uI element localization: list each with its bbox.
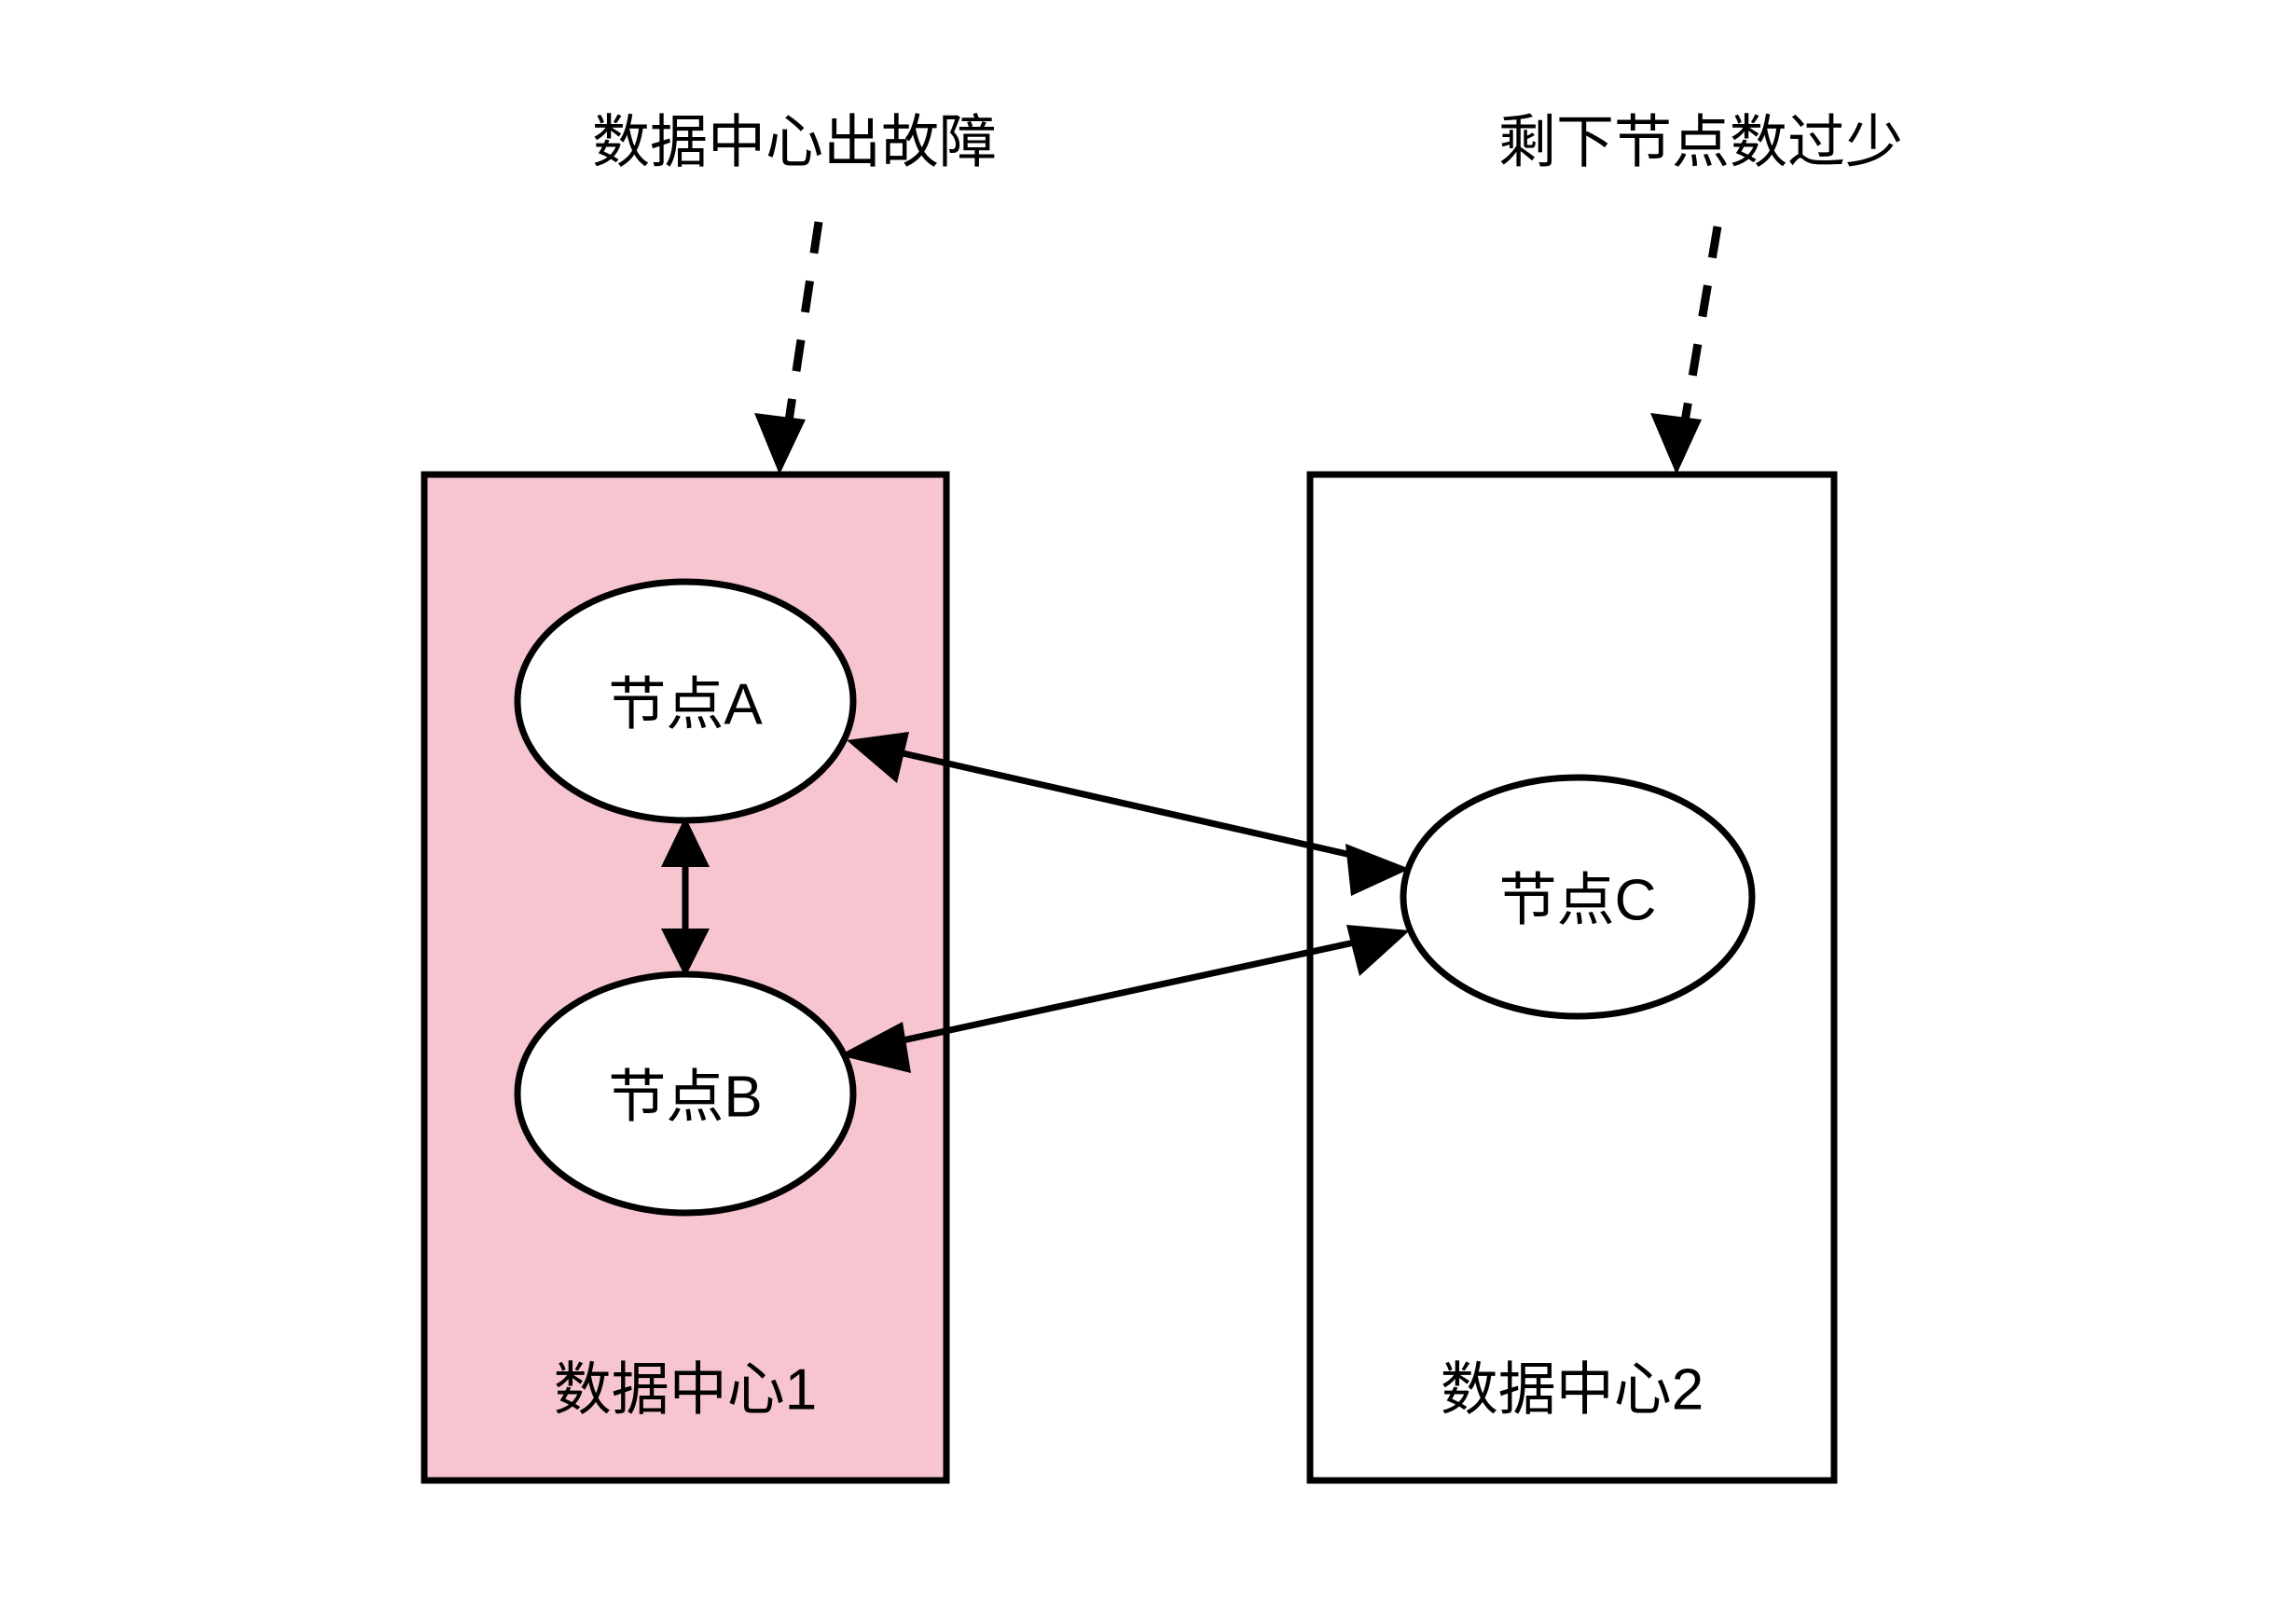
edge-a-c-line <box>890 747 1381 865</box>
node-a-label: 节点A <box>608 673 763 737</box>
edge-b-c-arrowhead-at-b <box>839 1022 911 1073</box>
node-b-ellipse[interactable] <box>514 970 857 1217</box>
edge-node-b-node-c <box>839 925 1410 1073</box>
annotation-failure-callout: 数据中心出故障 <box>592 111 997 475</box>
edge-b-c-arrowhead-at-c <box>1346 925 1410 976</box>
annotation-failure-dashed-line <box>783 221 823 428</box>
datacenter-2-label: 数据中心2 <box>1441 1358 1704 1423</box>
annotation-failure-label: 数据中心出故障 <box>592 111 997 175</box>
annotation-quorum-arrowhead <box>1650 413 1702 475</box>
edge-a-b-arrowhead-at-b <box>661 929 710 977</box>
node-c-ellipse[interactable] <box>1400 774 1756 1020</box>
annotation-quorum-label: 剩下节点数过少 <box>1498 111 1903 175</box>
node-a-ellipse[interactable] <box>514 578 857 824</box>
node-c-group[interactable]: 节点C <box>1400 774 1756 1020</box>
edge-a-b-arrowhead-at-a <box>661 817 710 867</box>
node-c-label: 节点C <box>1499 869 1657 933</box>
edge-node-a-node-c <box>847 732 1410 896</box>
edge-node-a-node-b <box>661 817 710 977</box>
edge-a-c-arrowhead-at-a <box>847 732 909 783</box>
edge-a-c-arrowhead-at-c <box>1345 844 1410 896</box>
edge-b-c-line <box>880 933 1381 1049</box>
annotation-failure-arrowhead <box>754 413 806 475</box>
annotation-quorum-dashed-line <box>1679 226 1722 428</box>
node-b-label: 节点B <box>608 1066 762 1130</box>
annotation-quorum-callout: 剩下节点数过少 <box>1498 111 1903 475</box>
node-b-group[interactable]: 节点B <box>514 970 857 1217</box>
datacenter-1-label: 数据中心1 <box>554 1358 817 1423</box>
node-a-group[interactable]: 节点A <box>514 578 857 824</box>
